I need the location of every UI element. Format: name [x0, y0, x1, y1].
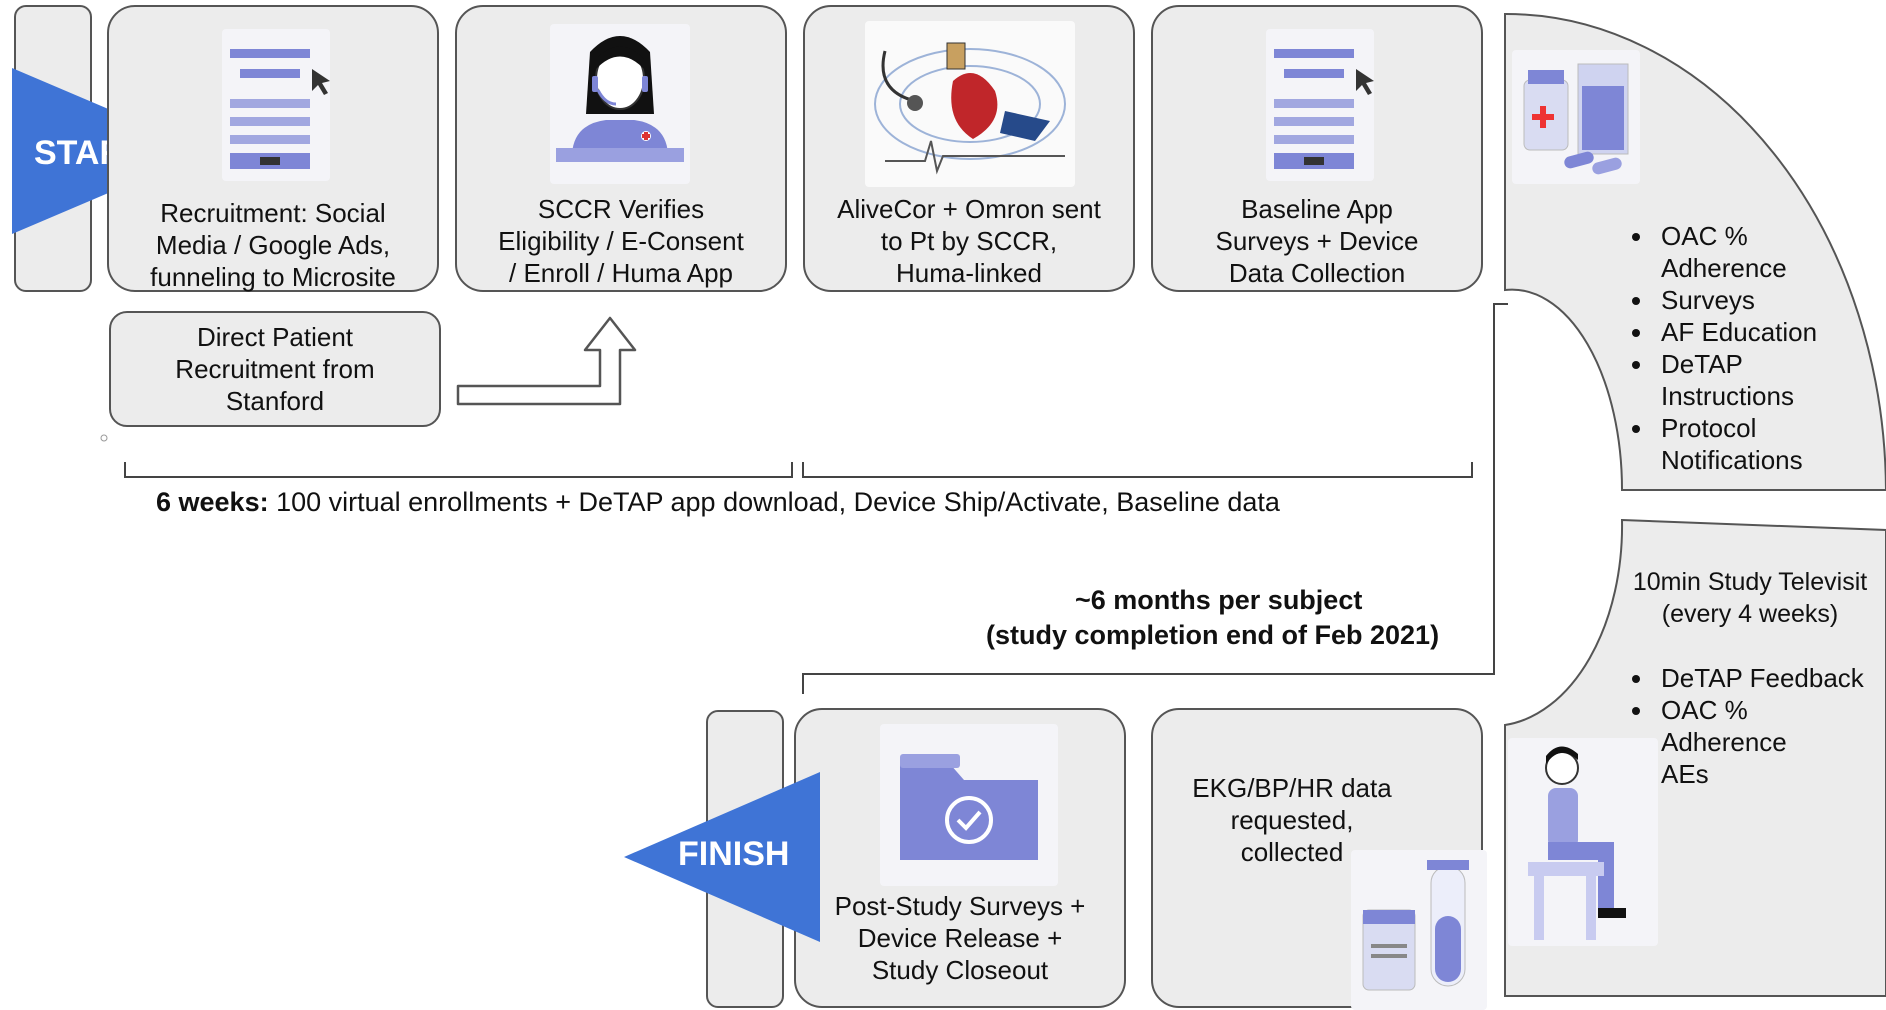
direct-caption: Direct Patient Recruitment from Stanford [175, 322, 375, 416]
lower-item-detap-feedback: DeTAP Feedback [1655, 662, 1886, 694]
devices-caption: AliveCor + Omron sent to Pt by SCCR, Hum… [837, 194, 1101, 288]
closeout-caption: Post-Study Surveys + Device Release + St… [834, 891, 1086, 985]
bracket-left [124, 462, 793, 478]
upper-item-protocol: Protocol Notifications [1655, 412, 1886, 476]
lower-item-oac: OAC % Adherence [1655, 694, 1886, 758]
duration-line-2: (study completion end of Feb 2021) [986, 620, 1440, 650]
upper-item-oac: OAC % Adherence [1655, 220, 1886, 284]
bracket-right [802, 462, 1473, 478]
completed-folder-icon [880, 724, 1058, 886]
duration-bracket [802, 303, 1508, 694]
step-ekg-collection: EKG/BP/HR data requested, collected [1151, 708, 1487, 1010]
step-devices: AliveCor + Omron sent to Pt by SCCR, Hum… [803, 5, 1135, 292]
duration-line-1: ~6 months per subject [1075, 585, 1363, 615]
lower-panel-list: DeTAP Feedback OAC % Adherence AEs [1617, 662, 1886, 790]
step-baseline: Baseline App Surveys + Device Data Colle… [1151, 5, 1483, 292]
seated-patient-icon [1508, 738, 1658, 946]
sccr-caption: SCCR Verifies Eligibility / E-Consent / … [498, 194, 744, 288]
ekg-caption: EKG/BP/HR data requested, collected [1192, 773, 1392, 867]
finish-arrow [624, 772, 820, 942]
baseline-caption: Baseline App Surveys + Device Data Colle… [1215, 194, 1419, 288]
enrollment-duration: 6 weeks: [156, 487, 269, 517]
televisit-title: 10min Study Televisit (every 4 weeks) [1632, 568, 1868, 628]
upper-item-surveys: Surveys [1655, 284, 1886, 316]
coordinator-headset-icon [550, 24, 690, 184]
upper-panel-list: OAC % Adherence Surveys AF Education DeT… [1617, 220, 1886, 476]
lower-item-aes: AEs [1655, 758, 1886, 790]
heart-devices-icon [865, 21, 1075, 187]
enrollment-timeline: 6 weeks: 100 virtual enrollments + DeTAP… [156, 486, 1280, 518]
upper-item-af-education: AF Education [1655, 316, 1886, 348]
finish-label: FINISH [678, 835, 790, 873]
upper-item-detap: DeTAP Instructions [1655, 348, 1886, 412]
step-recruitment: Recruitment: Social Media / Google Ads, … [107, 5, 439, 292]
enrollment-detail: 100 virtual enrollments + DeTAP app down… [268, 487, 1280, 517]
lab-sample-icon [1351, 850, 1487, 1010]
stray-dot [100, 434, 108, 442]
baseline-form-icon [1266, 29, 1374, 181]
step-direct-recruitment: Direct Patient Recruitment from Stanford [109, 311, 441, 427]
recruitment-caption: Recruitment: Social Media / Google Ads, … [150, 198, 396, 292]
step-sccr: SCCR Verifies Eligibility / E-Consent / … [455, 5, 787, 292]
survey-form-icon [222, 29, 330, 181]
hollow-arrow [456, 316, 637, 406]
medication-icon [1512, 50, 1640, 184]
step-closeout: Post-Study Surveys + Device Release + St… [794, 708, 1126, 1008]
